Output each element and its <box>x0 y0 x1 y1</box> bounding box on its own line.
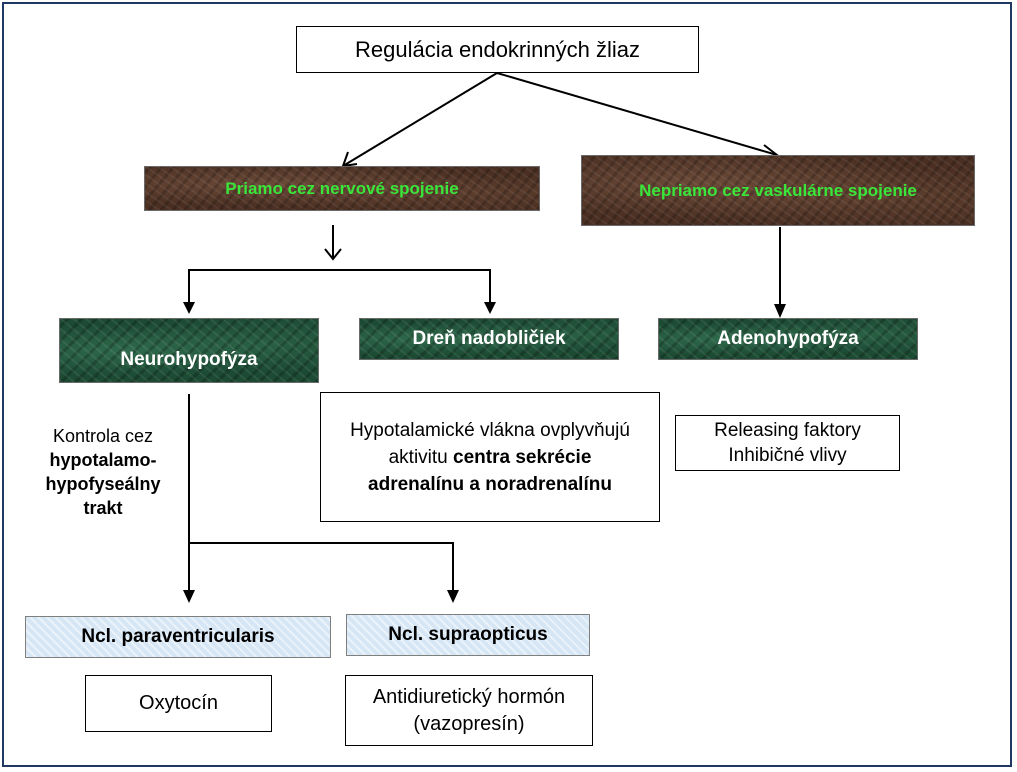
paraventricularis-label: Ncl. paraventricularis <box>81 626 275 647</box>
releasing-line2: Inhibičné vlivy <box>728 445 847 466</box>
dren-box: Dreň nadobličiek <box>359 318 619 360</box>
adenohypofyza-box: Adenohypofýza <box>658 318 918 360</box>
supraopticus-box: Ncl. supraopticus <box>346 614 590 656</box>
adenohypofyza-label: Adenohypofýza <box>717 328 859 349</box>
arrowhead-direct-down <box>324 248 342 261</box>
oxytocin-label: Oxytocín <box>139 692 218 714</box>
arrowhead-to-supraopticus <box>447 590 459 603</box>
control-note-text: Kontrola cez <box>52 426 154 446</box>
neurohypofyza-label: Neurohypofýza <box>120 348 258 370</box>
split-connector-nuclei <box>189 542 454 592</box>
releasing-line1: Releasing faktory <box>714 420 861 441</box>
branch-direct-label: Priamo cez nervové spojenie <box>225 178 459 198</box>
branch-indirect-label: Nepriamo cez vaskulárne spojenie <box>639 180 917 200</box>
branch-direct-box: Priamo cez nervové spojenie <box>144 166 540 211</box>
supraopticus-label: Ncl. supraopticus <box>388 624 548 645</box>
arrowhead-to-dren <box>484 302 496 314</box>
control-note-bold: hypotalamo-hypofyseálny trakt <box>45 450 161 518</box>
title-box: Regulácia endokrinných žliaz <box>296 26 699 73</box>
hypothalamic-note-box: Hypotalamické vlákna ovplyvňujú aktivitu… <box>320 392 660 522</box>
arrowhead-to-paraventricularis <box>183 590 195 603</box>
split-connector <box>188 269 491 303</box>
adh-box: Antidiuretický hormón (vazopresín) <box>345 675 593 746</box>
hypothalamic-note-bold: centra sekrécie adrenalínu a noradrenalí… <box>368 446 612 495</box>
arrow-title-to-indirect <box>496 72 778 156</box>
releasing-box: Releasing faktory Inhibičné vlivy <box>675 415 900 471</box>
adh-label: Antidiuretický hormón (vazopresín) <box>372 685 566 735</box>
dren-label: Dreň nadobličiek <box>412 328 566 349</box>
arrowhead-to-adenohypofyza <box>774 304 786 318</box>
paraventricularis-box: Ncl. paraventricularis <box>25 616 331 658</box>
hypothalamic-note-text: Hypotalamické vlákna ovplyvňujú aktivitu <box>350 419 630 468</box>
title-text: Regulácia endokrinných žliaz <box>355 36 640 62</box>
oxytocin-box: Oxytocín <box>85 675 272 732</box>
neurohypofyza-box: Neurohypofýza <box>59 318 319 383</box>
arrowhead-to-neurohypofyza <box>183 302 195 314</box>
arrow-title-to-direct <box>342 72 498 167</box>
branch-indirect-box: Nepriamo cez vaskulárne spojenie <box>581 155 975 226</box>
control-note: Kontrola cez hypotalamo-hypofyseálny tra… <box>30 424 176 520</box>
